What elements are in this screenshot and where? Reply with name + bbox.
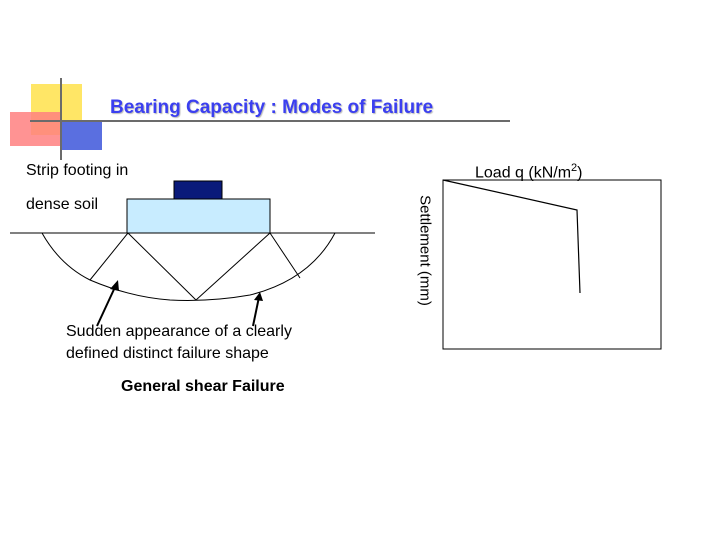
- shear-line-3: [195, 232, 271, 301]
- pointer-arrowhead-left: [110, 280, 119, 291]
- decorative-red-square: [10, 112, 62, 146]
- load-block: [173, 180, 223, 200]
- shear-line-4: [269, 232, 301, 279]
- decorative-blue-square: [62, 120, 102, 150]
- decorative-vertical-line: [60, 78, 62, 160]
- description-line1: Sudden appearance of a clearly: [66, 323, 292, 340]
- strip-footing: [126, 198, 271, 234]
- load-settlement-curve: [442, 179, 581, 294]
- footing-label-line1: Strip footing in: [26, 162, 129, 179]
- failure-surface-curve: [41, 232, 336, 301]
- slide-title: Bearing Capacity : Modes of Failure: [110, 97, 434, 118]
- pointer-arrowhead-right: [254, 292, 263, 301]
- load-axis-label: Load q (kN/m2): [475, 162, 583, 182]
- pointer-arrow-right: [252, 296, 260, 327]
- decorative-horizontal-line: [30, 120, 510, 122]
- load-axis-label-text: Load q (kN/m: [475, 164, 572, 182]
- load-axis-exponent: 2: [571, 162, 578, 174]
- failure-type-caption: General shear Failure: [121, 378, 285, 395]
- plot-frame: [442, 179, 662, 350]
- shear-line-1: [89, 232, 129, 281]
- description-line2: defined distinct failure shape: [66, 345, 269, 362]
- load-axis-close: ): [577, 164, 583, 182]
- footing-label-line2: dense soil: [26, 196, 99, 213]
- shear-line-2: [127, 232, 197, 301]
- pointer-arrow-left: [96, 284, 117, 327]
